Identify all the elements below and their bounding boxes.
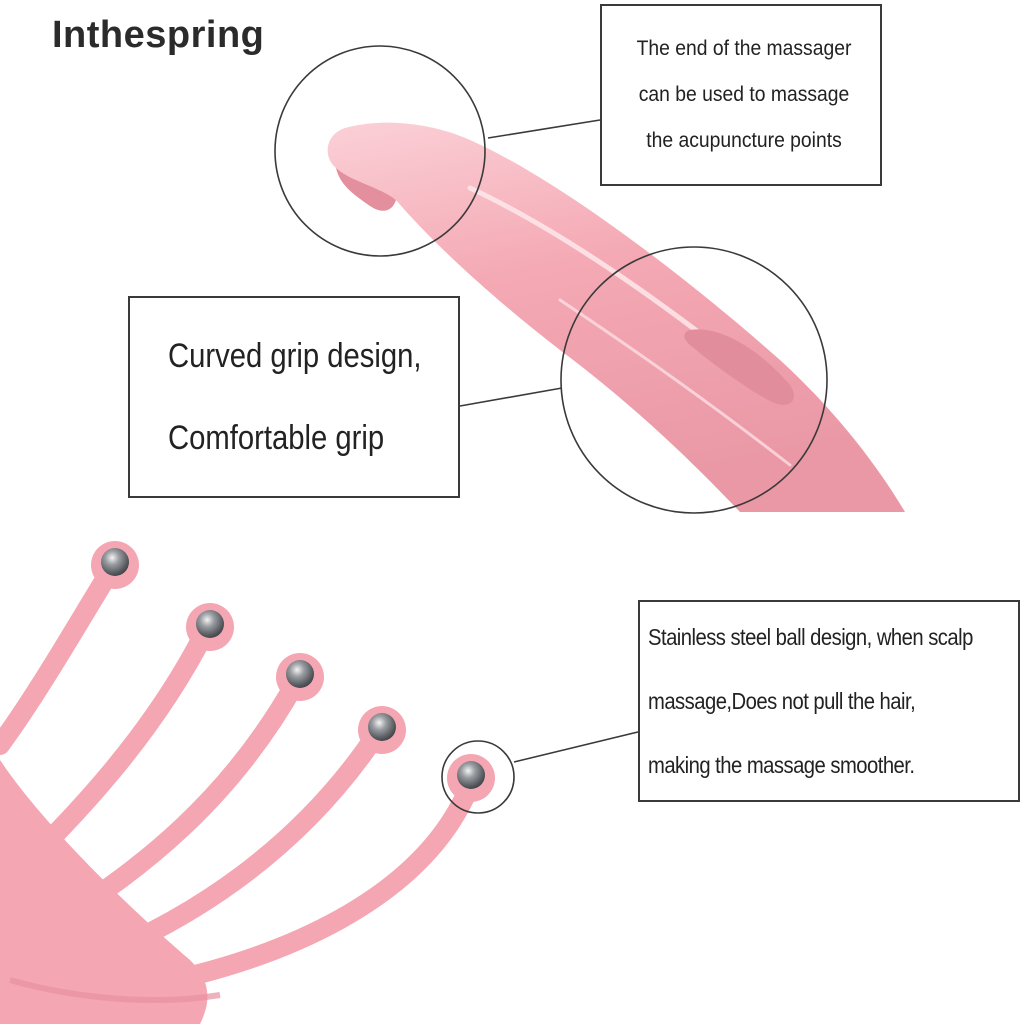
brand-logo-text: Inthespring — [52, 14, 265, 56]
steel-ball-2 — [186, 603, 234, 651]
callout-tip-line-2: can be used to massage — [638, 83, 850, 106]
prong-3 — [50, 672, 306, 930]
steel-ball-3 — [276, 653, 324, 701]
steel-ball-5 — [447, 754, 495, 802]
prong-4 — [80, 722, 388, 970]
callout-curved-grip: Curved grip design, Comfortable grip — [128, 296, 460, 498]
callout-ball-line-1: Stainless steel ball design, when scalp — [648, 624, 973, 650]
handle-highlight-2 — [558, 298, 792, 467]
prong-1 — [0, 558, 122, 755]
callout-tip-line-3: the acupuncture points — [646, 129, 842, 152]
prong-5 — [140, 780, 478, 995]
callout-massager-tip: The end of the massager can be used to m… — [600, 4, 882, 186]
callout-grip-line-1: Curved grip design, — [168, 337, 422, 375]
tip-leader-line — [487, 119, 601, 139]
steel-ball-4 — [358, 706, 406, 754]
handle-tip-shadow — [336, 168, 396, 211]
tip-highlight-circle — [274, 45, 486, 257]
callout-steel-ball: Stainless steel ball design, when scalp … — [638, 600, 1020, 802]
grip-leader-line — [459, 387, 563, 407]
grip-dent — [684, 329, 794, 405]
ball-leader-line — [513, 731, 639, 763]
prong-2 — [10, 622, 215, 880]
grip-highlight-circle — [560, 246, 828, 514]
prong-base-shade — [9, 977, 221, 1003]
steel-ball-1 — [91, 541, 139, 589]
handle-body — [327, 122, 905, 513]
callout-grip-line-2: Comfortable grip — [168, 419, 385, 457]
callout-ball-line-2: massage,Does not pull the hair, — [648, 688, 916, 714]
callout-tip-line-1: The end of the massager — [636, 37, 852, 60]
ball-highlight-circle — [441, 740, 515, 814]
callout-ball-line-3: making the massage smoother. — [648, 752, 915, 778]
massager-prongs — [0, 541, 495, 1024]
massager-handle — [327, 122, 905, 513]
